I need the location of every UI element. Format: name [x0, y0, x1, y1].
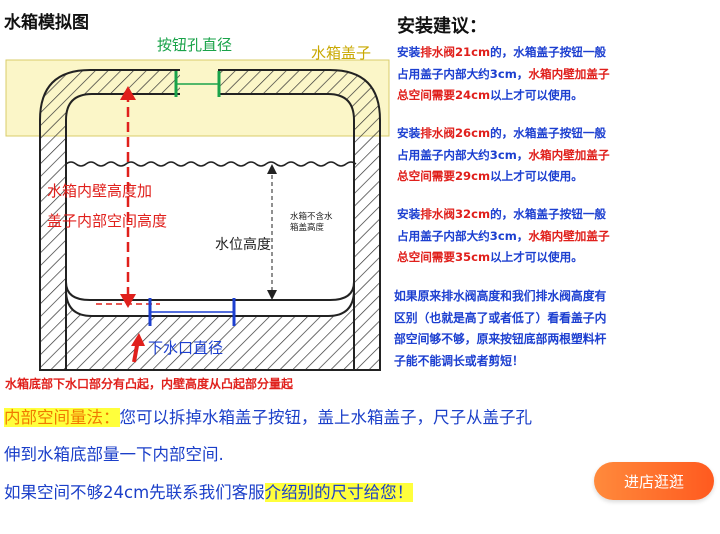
- advice-note: 如果原来排水阀高度和我们排水阀高度有 区别（也就是高了或者低了）看看盖子内 部空…: [394, 289, 607, 368]
- advice-item-1: 安装排水阀21cm的，水箱盖子按钮一般 占用盖子内部大约3cm，水箱内壁加盖子 …: [397, 45, 610, 102]
- inner-height-label-1: 水箱内壁高度加: [47, 182, 153, 200]
- tank-bottom: [65, 289, 355, 371]
- method-line-3: 如果空间不够24cm先联系我们客服介绍别的尺寸给您！: [4, 483, 414, 502]
- inner-height-label-2: 盖子内部空间高度: [47, 212, 168, 230]
- visit-shop-button[interactable]: 进店逛逛: [594, 462, 714, 500]
- tank-wall: [39, 69, 381, 371]
- bottom-note: 水箱底部下水口部分有凸起，内壁高度从凸起部分量起: [5, 377, 294, 391]
- outlet-label: 下水口直径: [148, 339, 224, 357]
- method-line-2: 伸到水箱底部量一下内部空间.: [4, 445, 224, 464]
- advice-item-2: 安装排水阀26cm的，水箱盖子按钮一般 占用盖子内部大约3cm，水箱内壁加盖子 …: [397, 126, 610, 183]
- water-level-label: 水位高度: [215, 237, 271, 253]
- diagram-title: 水箱模拟图: [4, 13, 89, 33]
- water-line: [65, 161, 357, 167]
- advice-title: 安装建议：: [397, 16, 487, 37]
- no-water-label: 水箱不含水 箱盖高度: [290, 212, 333, 233]
- method-label: 内部空间量法：: [4, 408, 120, 427]
- button-hole-label: 按钮孔直径: [157, 36, 233, 54]
- advice-item-3: 安装排水阀32cm的，水箱盖子按钮一般 占用盖子内部大约3cm，水箱内壁加盖子 …: [397, 207, 610, 264]
- lid-label: 水箱盖子: [311, 44, 372, 62]
- tank-diagram: [5, 59, 390, 371]
- method-line-1: 内部空间量法：您可以拆掉水箱盖子按钮，盖上水箱盖子，尺子从盖子孔: [4, 408, 532, 427]
